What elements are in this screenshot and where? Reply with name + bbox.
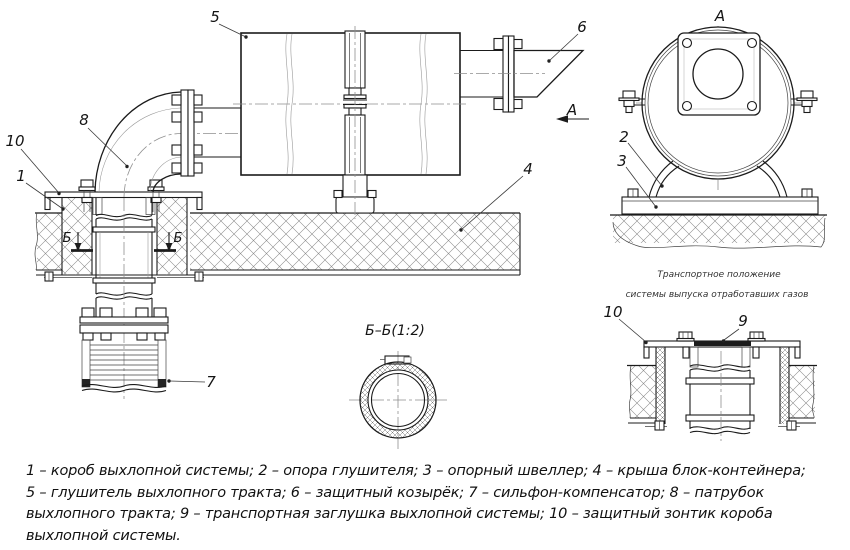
section-cut-letter-right: Б [174, 231, 183, 246]
callout-10-transport: 10 [603, 303, 622, 321]
callout-6: 6 [577, 18, 587, 36]
bellows-compensator [79, 307, 169, 393]
legend-line-2: 5 – глушитель выхлопного тракта; 6 – защ… [26, 484, 765, 501]
callout-1: 1 [16, 167, 26, 185]
callout-8: 8 [79, 111, 89, 129]
section-cut-marks: Б Б [63, 231, 183, 252]
exhaust-box [44, 197, 204, 282]
transport-caption-line2: системы выпуска отработавших газов [626, 290, 809, 300]
elbow-pipe [94, 91, 252, 198]
callout-2: 2 [619, 128, 629, 146]
clamp-detail [380, 355, 412, 365]
section-bb: Б–Б(1:2) [349, 323, 447, 449]
callout-3: 3 [617, 152, 627, 170]
view-direction-arrow: А [556, 101, 589, 123]
legend-line-1: 1 – короб выхлопной системы; 2 – опора г… [26, 463, 806, 479]
view-a: А [610, 7, 827, 250]
callout-4: 4 [523, 160, 533, 178]
transport-view: Транспортное положение системы выпуска о… [603, 270, 817, 441]
container-roof [34, 212, 521, 276]
section-cut-letter-left: Б [63, 231, 72, 246]
main-callouts: 5 6 4 10 1 8 7 [5, 8, 586, 391]
inlet-flange [171, 89, 241, 177]
riser-pipe [92, 197, 156, 399]
view-direction-label: А [566, 101, 577, 119]
callout-10: 10 [5, 132, 24, 150]
muffler-clamp-support [333, 26, 377, 219]
callout-7: 7 [206, 373, 216, 391]
view-a-title: А [714, 7, 725, 25]
section-bb-title: Б–Б(1:2) [365, 323, 425, 339]
callout-9: 9 [738, 312, 748, 330]
legend: 1 – короб выхлопной системы; 2 – опора г… [26, 461, 841, 547]
callout-5: 5 [210, 8, 220, 26]
transport-caption-line1: Транспортное положение [657, 270, 781, 280]
legend-line-3: выхлопного тракта; 9 – транспортная загл… [26, 506, 773, 522]
legend-line-4: выхлопной системы. [26, 527, 181, 544]
